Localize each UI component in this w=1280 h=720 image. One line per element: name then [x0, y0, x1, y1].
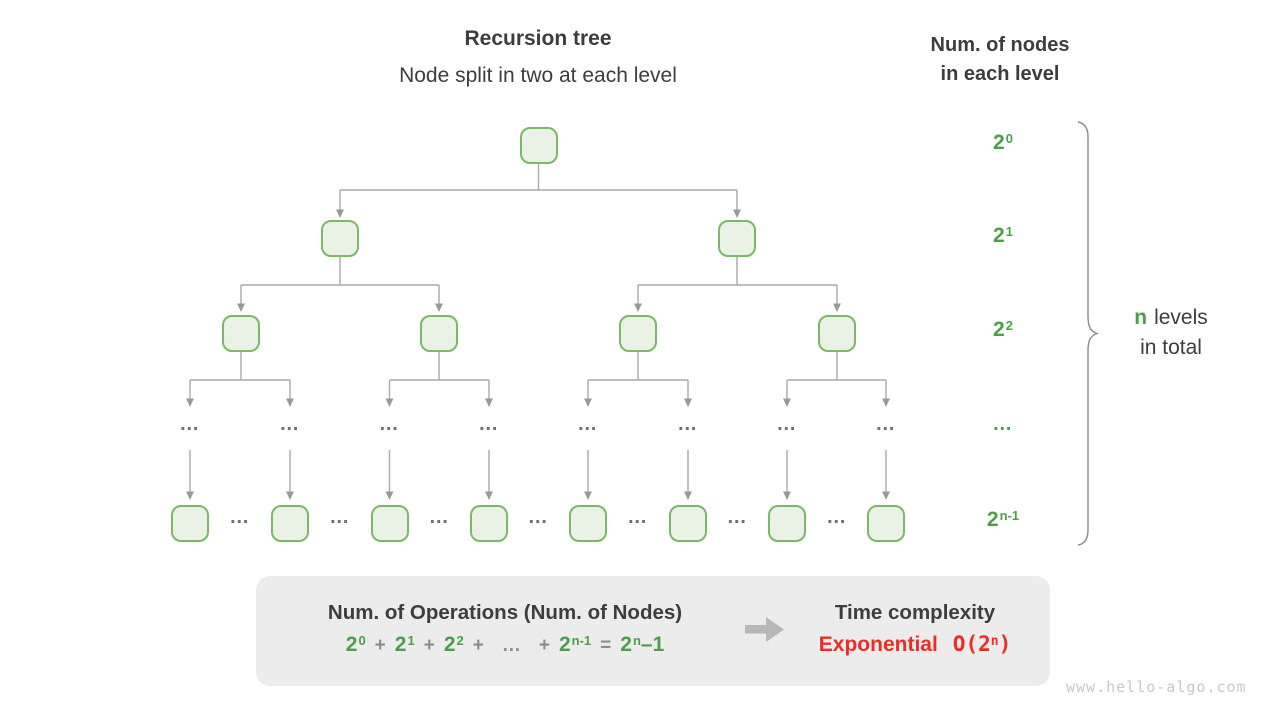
ellipsis: … — [627, 506, 649, 528]
levels-header-line1: Num. of nodes — [930, 34, 1070, 56]
right-arrow-icon — [745, 617, 784, 642]
level-label-ellipsis: … — [992, 413, 1014, 435]
levels-header-line2: in each level — [940, 63, 1060, 85]
tree-node — [718, 220, 756, 257]
exponential-label: Exponential — [818, 633, 938, 656]
level-label-2-1: 21 — [993, 224, 1013, 247]
ellipsis: … — [179, 413, 201, 435]
watermark: www.hello-algo.com — [1066, 678, 1247, 696]
ellipsis: … — [826, 506, 848, 528]
ellipsis: … — [428, 506, 451, 528]
ellipsis: … — [776, 413, 798, 435]
time-complexity-heading: Time complexity — [834, 601, 996, 624]
tree-node — [818, 315, 856, 352]
ellipsis: … — [279, 413, 301, 435]
summary-box — [256, 576, 1050, 686]
ellipsis: … — [329, 506, 351, 528]
level-label-2-2: 22 — [993, 318, 1013, 341]
tree-node — [470, 505, 508, 542]
brace — [1077, 121, 1100, 546]
diagram-title: Recursion tree — [464, 27, 612, 50]
ellipsis: … — [527, 506, 550, 528]
ellipsis: … — [378, 413, 401, 435]
operations-heading: Num. of Operations (Num. of Nodes) — [327, 601, 683, 624]
big-o-notation: O(2n) — [952, 632, 1012, 656]
ellipsis: … — [478, 413, 500, 435]
tree-node — [271, 505, 309, 542]
tree-node — [321, 220, 359, 257]
tree-node — [420, 315, 458, 352]
tree-node — [619, 315, 657, 352]
operations-formula: 20+21+22+…+2n-1=2n–1 — [345, 633, 665, 656]
ellipsis: … — [229, 506, 251, 528]
tree-node-root — [520, 127, 558, 164]
n-variable: n — [1134, 306, 1148, 329]
diagram-subtitle: Node split in two at each level — [399, 64, 677, 87]
tree-node — [669, 505, 707, 542]
tree-node — [867, 505, 905, 542]
tree-node — [222, 315, 260, 352]
level-label-2-0: 20 — [993, 131, 1013, 154]
levels-column-header: Num. of nodes in each level — [931, 31, 1070, 89]
ellipsis: … — [577, 413, 599, 435]
level-label-2-n-1: 2n-1 — [986, 508, 1020, 531]
tree-node — [370, 505, 409, 542]
tree-node — [768, 505, 806, 542]
ellipsis: … — [726, 506, 749, 528]
ellipsis: … — [677, 413, 699, 435]
time-complexity-value: Exponential O(2n) — [819, 632, 1011, 657]
ellipsis: … — [875, 413, 897, 435]
tree-node — [171, 505, 209, 542]
tree-node — [569, 505, 607, 542]
